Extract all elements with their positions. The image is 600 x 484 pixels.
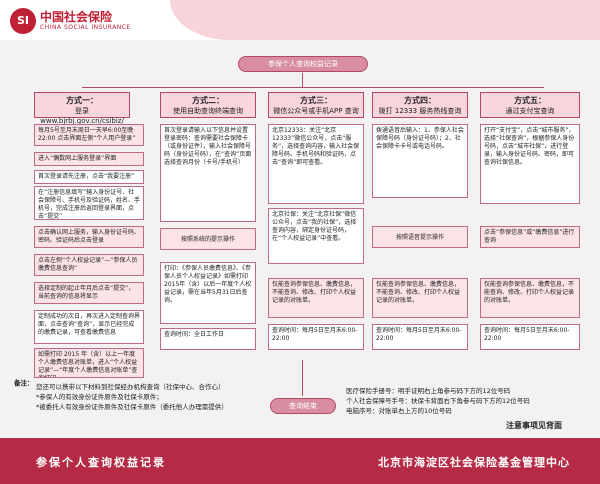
social-insurance-logo-icon: SI (10, 8, 36, 34)
method-4-header: 方式四：拨打 12333 服务热线查询 (372, 92, 468, 118)
notes: 备注： 您还可以携带以下材料到社保经办机构查询（社保中心、合作心） *参保人的有… (14, 379, 336, 412)
note-line: 电脑序号：对账单右上方的10位号码 (346, 407, 452, 415)
step-1-4: 在“注册信息填写”输入身份证号、社会保障号、手机号及验证码，姓名、手机号，完成注… (34, 186, 144, 220)
step-5-4: 查询时间：每月5日至月末6:00-22:00 (480, 324, 580, 350)
step-1-1: 每月5号至月末周日一天早6:00至晚22:00 点击界面左侧“个人用户登录” (34, 124, 144, 146)
query-end: 查询结束 (270, 398, 336, 414)
logo-title: 中国社会保险 (40, 10, 113, 24)
step-1-2: 进入“偶数网上服务登录”界面 (34, 152, 144, 166)
step-5-3: 仅能查询参保信息、缴费信息，不能查询、修改、打印个人权益记录的对账单。 (480, 278, 580, 318)
header: SI 中国社会保险 CHINA SOCIAL INSURANCE (0, 0, 600, 40)
step-3-4: 查询时间：每月5日至月末6:00-22:00 (268, 324, 364, 350)
step-3-1: 北京12333：关注“北京 12333”微信公众号，点击“服务”，选择查询内容，… (268, 124, 364, 204)
footer: 参保个人查询权益记录 北京市海淀区社会保险基金管理中心 (0, 438, 600, 484)
note-line: 个人社会保障号手号：扶保卡背面右下角参与码下方的12位号码 (346, 397, 530, 405)
step-1-8: 定制成功的次日，再次进入定制查询界面，点击查询“查询”，显示已经完成的缴费记录，… (34, 310, 144, 344)
method-3-header: 方式三：微信公众号或手机APP 查询 (268, 92, 364, 118)
step-4-3: 仅能查询参保信息、缴费信息，不能查询、修改、打印个人权益记录的对账单。 (372, 278, 468, 318)
step-4-2: 按照语音提示操作 (372, 226, 468, 248)
step-3-2: 北京社保：关注“北京社保”微信公众号，点击“我的社保”，选择查询内容，绑定身份证… (268, 208, 364, 264)
step-5-2: 点击“参保信息”或“缴费信息”进行查询 (480, 226, 580, 248)
note-line: *参保人的有效身份证件原件及社保卡原件； (36, 393, 163, 401)
note-line: *被委托人有效身份证件原件及社保卡原件（委托他人办理需提供） (36, 403, 228, 411)
page-title: 参保个人查询权益记录 (238, 56, 368, 72)
footer-right: 北京市海淀区社会保险基金管理中心 (378, 456, 570, 469)
footer-left: 参保个人查询权益记录 (36, 456, 166, 469)
notes-label: 备注： (14, 379, 34, 387)
step-1-5: 点击确认网上服务，输入身份证号码、密码、验证码后点击登录 (34, 226, 144, 248)
step-1-6: 点击左侧“个人权益记录”—“参保人员缴费信息查询” (34, 254, 144, 276)
step-1-3: 首次登录请先注册，点击“我要注册” (34, 170, 144, 184)
logo-subtitle: CHINA SOCIAL INSURANCE (40, 24, 131, 31)
step-2-2: 按照系统的提示操作 (160, 228, 256, 250)
back-note: 注意事项见背面 (506, 421, 562, 430)
connector (302, 360, 303, 396)
method-1-header: 方式一：登录 www.bjrbj.gov.cn/csibiz/ (34, 92, 130, 125)
note-line: 医疗保险手册号：明手证明右上角参与码下方的12位号码 (346, 387, 511, 395)
method-2-header: 方式二：使用自助查询终端查询 (160, 92, 256, 118)
header-ribbon (170, 0, 600, 40)
step-3-3: 仅能查询参保信息、缴费信息，不能查询、修改、打印个人权益记录的对账单。 (268, 278, 364, 318)
step-2-3: 打印：《参保人员缴费信息》、《参保人员个人权益记录》如需打印2015年（含）以后… (160, 262, 256, 324)
step-2-4: 查询时间：全日工作日 (160, 328, 256, 350)
connector (82, 87, 544, 88)
step-5-1: 打开“支付宝”，点击“城市服务”，选择“社保查询”，根据参保人身份号码，点击“城… (480, 124, 580, 204)
step-4-4: 查询时间：每月5日至月末6:00-22:00 (372, 324, 468, 350)
note-line: 您还可以携带以下材料到社保经办机构查询（社保中心、合作心） (36, 383, 225, 391)
method-5-header: 方式五：通过支付宝查询 (480, 92, 580, 118)
step-4-1: 拨通语音后输入：1、参保人社会保障号码（身份证号码）；2、社会保障卡卡号或电话号… (372, 124, 468, 198)
step-1-9: 如需打印 2015 年（含）以上一年度个人缴费信息对账单，进入“个人权益记录”—… (34, 348, 144, 378)
notes-right: 医疗保险手册号：明手证明右上角参与码下方的12位号码 个人社会保障号手号：扶保卡… (346, 386, 591, 416)
step-2-1: 首次登录请输入以下信息并设置登录密码：查询需要社会保障卡（或身份证件），输入社会… (160, 124, 256, 222)
step-1-7: 选择定制的起止年月后点击“提交”，当前查询的信息将显示 (34, 282, 144, 304)
connector (302, 73, 303, 87)
